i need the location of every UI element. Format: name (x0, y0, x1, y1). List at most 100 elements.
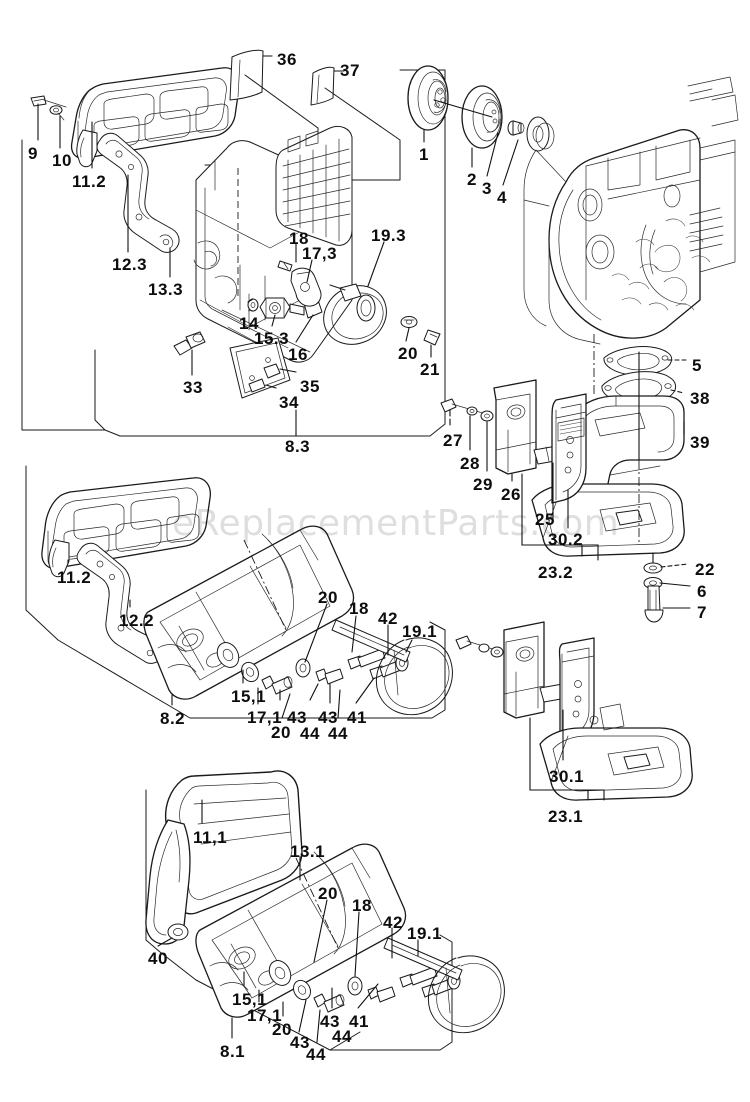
callout-4: 4 (497, 188, 507, 207)
callout-19-1: 19.1 (407, 924, 443, 943)
group-23-2-lines (521, 462, 599, 561)
part-washer-20-top (400, 316, 418, 328)
part-bolt-27 (440, 398, 487, 415)
part-body-8-1 (195, 843, 407, 1018)
callout-44: 44 (328, 724, 348, 743)
part-cluster-15-3 (247, 297, 323, 319)
callout-20: 20 (271, 723, 291, 742)
callout-23-2: 23.2 (538, 563, 574, 582)
callout-20: 20 (318, 884, 338, 903)
callout-36: 36 (277, 50, 297, 69)
callout-14: 14 (239, 314, 259, 333)
part-bracket-26 (493, 379, 537, 475)
part-nut-10 (49, 105, 65, 121)
callout-42: 42 (378, 609, 398, 628)
callout-2: 2 (467, 170, 477, 189)
group-8-2-boundary (25, 465, 446, 719)
callout-18: 18 (352, 896, 372, 915)
part-bracket-12-3 (96, 132, 180, 253)
callout-9: 9 (28, 144, 38, 163)
callout-13-3: 13.3 (148, 280, 184, 299)
callout-15-1: 15,1 (232, 990, 268, 1009)
leader-lines (37, 103, 654, 1043)
part-handle-11-1 (145, 770, 303, 945)
callout-22: 22 (695, 560, 715, 579)
callout-40: 40 (148, 949, 168, 968)
part-washer-22 (643, 562, 689, 574)
part-heat-shield-lower-2 (539, 703, 693, 801)
part-18-pin-top (277, 260, 293, 272)
callout-43: 43 (287, 708, 307, 727)
callout-41: 41 (349, 1012, 369, 1031)
callout-23-1: 23.1 (548, 807, 584, 826)
callout-12-3: 12.3 (112, 255, 148, 274)
callout-8-2: 8.2 (160, 709, 186, 728)
callout-43: 43 (320, 1012, 340, 1031)
callout-20: 20 (398, 344, 418, 363)
part-engine-crankcase (523, 76, 739, 345)
callout-17-3: 17,3 (302, 244, 338, 263)
callout-5: 5 (692, 356, 702, 375)
callout-15-1: 15,1 (231, 687, 267, 706)
callout-30-1: 30.1 (549, 767, 585, 786)
part-train-8-1 (268, 937, 463, 1013)
callout-3: 3 (482, 179, 492, 198)
part-screw-9 (30, 95, 67, 108)
callout-26: 26 (501, 485, 521, 504)
callout-44: 44 (306, 1045, 326, 1064)
callout-11-2: 11.2 (57, 568, 92, 587)
callout-6: 6 (697, 582, 707, 601)
callout-39: 39 (690, 433, 710, 452)
part-plate-37 (310, 66, 345, 106)
callout-10: 10 (52, 151, 72, 170)
callout-8-3: 8.3 (285, 437, 311, 456)
callout-16: 16 (288, 345, 308, 364)
callout-34: 34 (279, 393, 299, 412)
callout-25: 25 (535, 510, 555, 529)
callout-27: 27 (443, 431, 463, 450)
callout-11-2: 11.2 (72, 172, 107, 191)
part-bolt-lower-27 (455, 635, 504, 658)
part-handle-11-2-bottom (41, 477, 211, 578)
part-clutch-2 (461, 85, 503, 149)
callout-20: 20 (272, 1020, 292, 1039)
callout-29: 29 (473, 475, 493, 494)
part-train-8-2 (216, 619, 411, 695)
callout-44: 44 (300, 724, 320, 743)
callout-44: 44 (332, 1027, 352, 1046)
callout-15-3: 15.3 (254, 329, 290, 348)
callout-35: 35 (300, 377, 320, 396)
callout-18: 18 (349, 599, 369, 618)
callout-30-2: 30.2 (548, 530, 584, 549)
callout-13-1: 13.1 (290, 842, 326, 861)
part-plate-36 (229, 49, 273, 101)
callout-43: 43 (290, 1033, 310, 1052)
part-body-8-2 (143, 525, 355, 700)
part-handle-30-2 (551, 393, 587, 504)
part-gasket-5 (603, 346, 687, 376)
part-handle-11-2-top (70, 67, 240, 168)
callout-11-1: 11,1 (193, 828, 228, 847)
group-8-3-boundary (21, 69, 446, 437)
callout-21: 21 (420, 360, 440, 379)
callout-20: 20 (318, 588, 338, 607)
group-23-1-lines (529, 709, 605, 801)
part-brake-band-19-1-bot (428, 955, 505, 1034)
callout-17-1: 17,1 (247, 708, 283, 727)
callout-41: 41 (347, 708, 367, 727)
part-washer-29 (480, 410, 494, 422)
callout-28: 28 (460, 454, 480, 473)
callout-17-1: 17,1 (247, 1006, 283, 1025)
callout-1: 1 (419, 145, 429, 164)
part-clutch-drum-1 (407, 65, 449, 131)
callout-8-1: 8.1 (220, 1042, 246, 1061)
part-17-3-lever (290, 267, 322, 307)
callout-38: 38 (690, 389, 710, 408)
part-washer-28 (466, 406, 478, 416)
callout-37: 37 (340, 61, 360, 80)
callout-19-1: 19.1 (402, 622, 438, 641)
callout-7: 7 (697, 603, 707, 622)
part-screw-21 (423, 329, 441, 346)
